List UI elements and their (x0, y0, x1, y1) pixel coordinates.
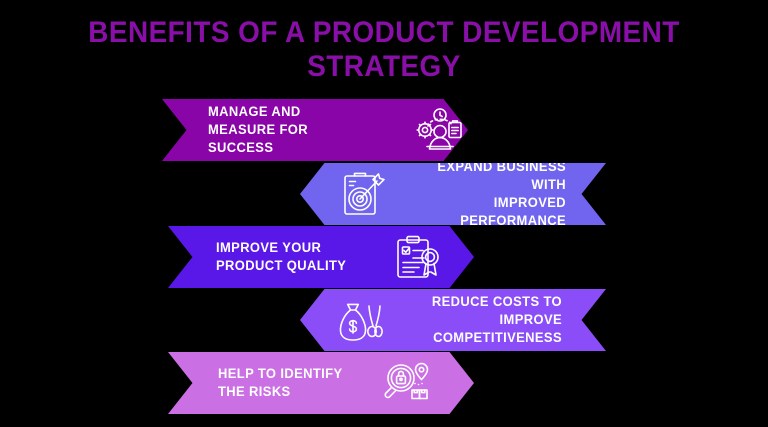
benefit-banner-1[interactable]: MANAGE AND MEASURE FOR SUCCESS (162, 99, 468, 161)
benefit-label-4: REDUCE COSTS TO IMPROVE COMPETITIVENESS (431, 294, 562, 345)
money-bag-scissors-icon (334, 292, 390, 348)
benefit-banner-3[interactable]: IMPROVE YOUR PRODUCT QUALITY (168, 226, 474, 288)
benefit-banner-2[interactable]: EXPAND BUSINESS WITH IMPROVED PERFORMANC… (300, 163, 606, 225)
page-title: BENEFITS OF A PRODUCT DEVELOPMENT STRATE… (88, 16, 680, 83)
benefit-label-1: MANAGE AND MEASURE FOR SUCCESS (208, 104, 308, 155)
benefit-label-2: EXPAND BUSINESS WITH IMPROVED PERFORMANC… (437, 159, 566, 228)
clipboard-check-award-ribbon-icon (390, 229, 446, 285)
benefit-label-3: IMPROVE YOUR PRODUCT QUALITY (216, 240, 347, 273)
magnifier-lock-risk-icon (380, 355, 436, 411)
benefit-banner-5[interactable]: HELP TO IDENTIFY THE RISKS (168, 352, 474, 414)
benefit-banner-4[interactable]: REDUCE COSTS TO IMPROVE COMPETITIVENESS (300, 289, 606, 351)
clipboard-target-dart-icon (336, 166, 392, 222)
performance-person-clock-clipboard-icon (412, 102, 468, 158)
benefit-label-5: HELP TO IDENTIFY THE RISKS (218, 366, 343, 399)
